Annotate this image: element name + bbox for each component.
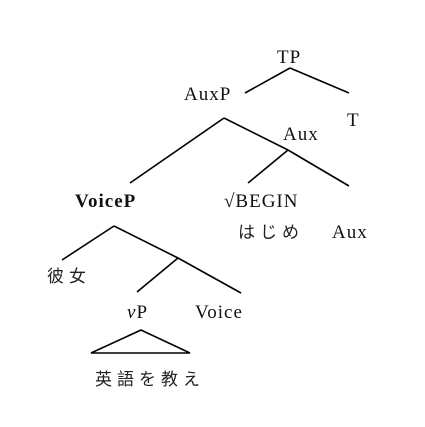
node-voice-head: Voice [195, 302, 243, 323]
node-t: T [347, 110, 360, 131]
node-vp-p: P [136, 302, 148, 323]
edge-voicebar-vp [136, 257, 179, 293]
vp-triangle [90, 329, 191, 354]
edge-voicep-kanojo [61, 225, 115, 261]
edge-auxp-voicep [129, 117, 225, 184]
edge-auxbar-auxhead [287, 149, 350, 187]
node-kanojo: 彼女 [47, 267, 91, 287]
node-voicep: VoiceP [75, 191, 136, 212]
node-tp: TP [277, 47, 301, 68]
edge-auxp-auxbar [223, 117, 289, 151]
node-aux-head: Aux [332, 222, 368, 243]
node-vp-italic-v: v [127, 302, 136, 323]
node-begin-root: √BEGIN [224, 191, 298, 212]
node-hajime: はじめ [238, 223, 304, 243]
edge-tp-auxp [244, 67, 291, 94]
node-aux-bar: Aux [283, 124, 319, 145]
node-vp-content: 英語を教え [95, 370, 205, 390]
edge-voicep-voicebar [113, 225, 179, 259]
edge-auxbar-begin [247, 149, 289, 184]
node-auxp: AuxP [184, 84, 231, 105]
node-vp: vP [127, 302, 148, 323]
edge-tp-t [289, 67, 350, 94]
edge-voicebar-voice [177, 257, 242, 294]
